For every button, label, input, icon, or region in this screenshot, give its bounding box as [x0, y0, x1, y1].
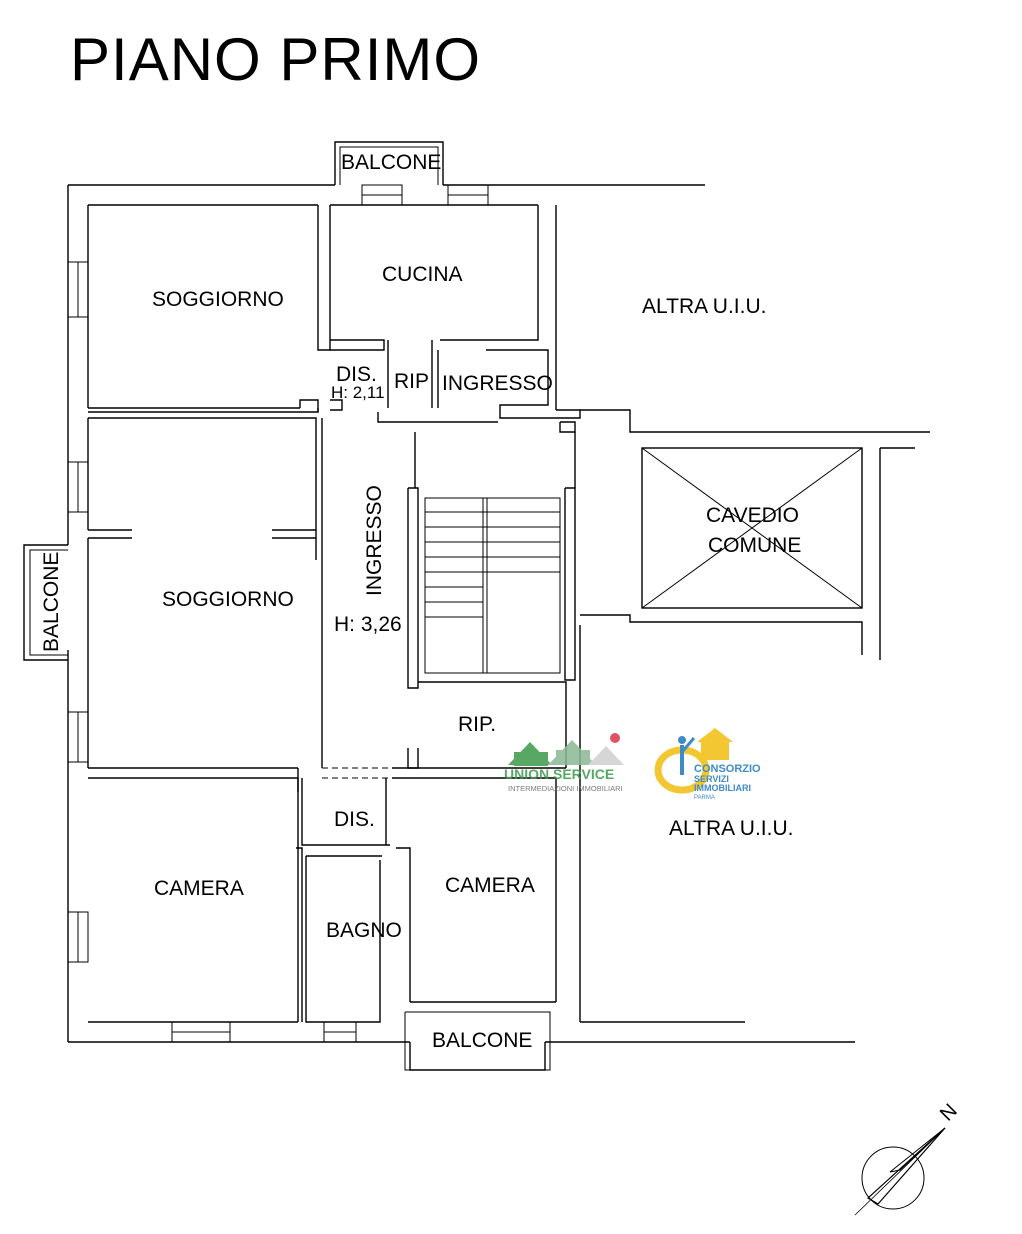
room-ingresso-vertical: INGRESSO: [363, 485, 386, 596]
room-dis-bottom: DIS.: [334, 808, 375, 831]
compass-icon: N: [854, 1100, 962, 1216]
staircase: [424, 497, 561, 674]
consorzio-line3: IMMOBILIARI: [694, 783, 751, 793]
room-soggiorno-mid: SOGGIORNO: [162, 588, 294, 611]
room-cavedio-line2: COMUNE: [708, 534, 801, 557]
room-bagno: BAGNO: [326, 919, 402, 942]
room-camera-left: CAMERA: [154, 877, 244, 900]
balcone-bottom: [404, 1011, 551, 1071]
consorzio-line4: PARMA: [694, 795, 715, 801]
room-dis-top: DIS.: [336, 363, 377, 386]
room-ingresso-height: H: 3,26: [334, 613, 402, 636]
balcone-left: [23, 544, 68, 661]
union-service-subtitle: INTERMEDIAZIONI IMMOBILIARI: [508, 784, 623, 793]
room-rip-top: RIP: [394, 370, 429, 393]
room-altra-uiu-bottom: ALTRA U.I.U.: [669, 817, 793, 840]
interior-walls: [87, 205, 581, 1023]
balcone-top-label: BALCONE: [341, 151, 441, 174]
consorzio-line1: CONSORZIO: [694, 763, 761, 775]
balcone-top: [334, 141, 444, 185]
room-soggiorno-top: SOGGIORNO: [152, 288, 284, 311]
room-ingresso-top: INGRESSO: [442, 372, 553, 395]
union-service-name: UNION SERVICE: [504, 766, 614, 782]
room-cucina: CUCINA: [382, 263, 463, 286]
outer-walls: [67, 184, 930, 1043]
compass-north-label: N: [936, 1100, 962, 1126]
cavedio-shaft: [641, 447, 863, 609]
balcone-bottom-label: BALCONE: [432, 1029, 532, 1052]
union-service-logo: UNION SERVICE INTERMEDIAZIONI IMMOBILIAR…: [504, 733, 624, 793]
balcone-left-label: BALCONE: [40, 552, 63, 652]
page-title: PIANO PRIMO: [70, 26, 481, 93]
room-rip-mid: RIP.: [458, 713, 496, 736]
consorzio-logo: CONSORZIO SERVIZI IMMOBILIARI PARMA: [654, 728, 761, 801]
room-altra-uiu-top: ALTRA U.I.U.: [642, 295, 766, 318]
consorzio-line2: SERVIZI: [694, 774, 729, 784]
room-dis-top-height: H: 2,11: [331, 383, 385, 402]
room-camera-right: CAMERA: [445, 874, 535, 897]
room-cavedio-line1: CAVEDIO: [706, 504, 799, 527]
